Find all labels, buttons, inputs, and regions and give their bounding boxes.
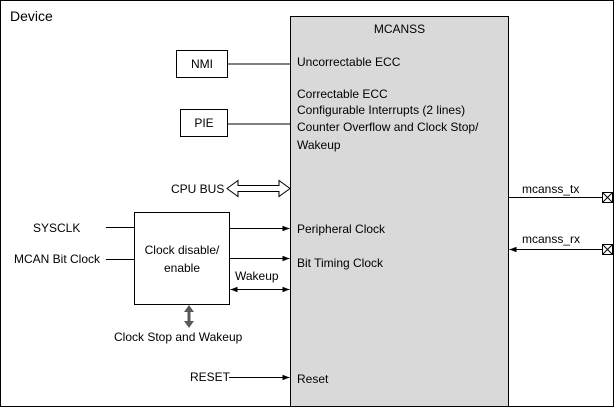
cpu-bus-label: CPU BUS xyxy=(171,182,224,196)
nmi-block xyxy=(176,50,228,78)
cpu-bus-arrow xyxy=(226,179,291,198)
signal-configurable-interrupts: Configurable Interrupts (2 lines) xyxy=(297,103,465,117)
mcanss-tx-pin-icon xyxy=(602,192,613,203)
sysclk-label: SYSCLK xyxy=(33,221,80,235)
device-label: Device xyxy=(10,8,53,24)
mcanss-rx-pin-icon xyxy=(602,244,613,255)
clock-stop-wakeup-arrow-up xyxy=(184,305,194,312)
signal-correctable-ecc: Correctable ECC xyxy=(297,87,388,101)
clock-stop-wakeup-label: Clock Stop and Wakeup xyxy=(114,330,243,344)
mcanss-tx-label: mcanss_tx xyxy=(522,182,579,196)
signal-counter-overflow-line2: Wakeup xyxy=(297,138,341,152)
mcan-bit-clock-label: MCAN Bit Clock xyxy=(14,252,101,266)
signal-counter-overflow-line1: Counter Overflow and Clock Stop/ xyxy=(297,120,479,134)
nmi-label: NMI xyxy=(191,57,213,71)
mcanss-title: MCANSS xyxy=(374,22,425,36)
pie-block xyxy=(180,109,228,137)
clock-stop-wakeup-arrow-down xyxy=(184,321,194,328)
clock-control-block xyxy=(134,212,230,305)
signal-peripheral-clock: Peripheral Clock xyxy=(297,222,386,236)
mcanss-block xyxy=(290,16,509,407)
pie-label: PIE xyxy=(194,116,213,130)
clock-control-label-line1: Clock disable/ xyxy=(145,243,220,257)
signal-uncorrectable-ecc: Uncorrectable ECC xyxy=(297,55,401,69)
reset-input-label: RESET xyxy=(190,370,231,384)
mcanss-rx-label: mcanss_rx xyxy=(522,232,580,246)
signal-bit-timing-clock: Bit Timing Clock xyxy=(297,256,384,270)
clock-control-label-line2: enable xyxy=(164,261,200,275)
signal-reset: Reset xyxy=(297,372,329,386)
wakeup-label: Wakeup xyxy=(235,269,279,283)
